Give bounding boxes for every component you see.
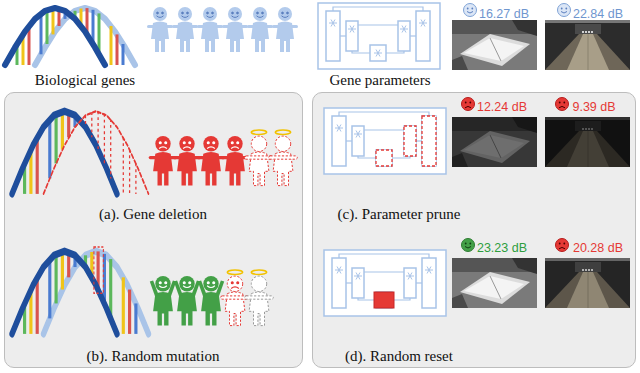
text-slot: Biological genes [35,71,135,89]
text-slot: 22.84 dB [573,4,623,22]
figure-heading: Biological genes [35,72,135,89]
psnr-value: 12.24 dB [477,100,527,114]
text-slot: (b). Random mutation [87,347,220,365]
text-slot: (d). Random reset [345,347,453,365]
text-slot: Gene parameters [329,71,430,89]
text-slot: 12.24 dB [477,97,527,115]
psnr-value: 22.84 dB [573,7,623,21]
panel-caption: (b). Random mutation [87,348,220,365]
text-slot: 20.28 dB [573,238,623,256]
text-slot: 23.23 dB [477,238,527,256]
psnr-value: 20.28 dB [573,241,623,255]
psnr-value: 9.39 dB [572,100,615,114]
text-slot: 9.39 dB [572,97,615,115]
psnr-value: 23.23 dB [477,241,527,255]
text-slot: (c). Parameter prune [338,205,461,223]
panel-caption: (d). Random reset [345,348,453,365]
text-slot: 16.27 dB [479,4,529,22]
psnr-value: 16.27 dB [479,7,529,21]
panel-caption: (a). Gene deletion [99,206,207,223]
text-slot: (a). Gene deletion [99,205,207,223]
figure-heading: Gene parameters [329,72,430,89]
panel-caption: (c). Parameter prune [338,206,461,223]
